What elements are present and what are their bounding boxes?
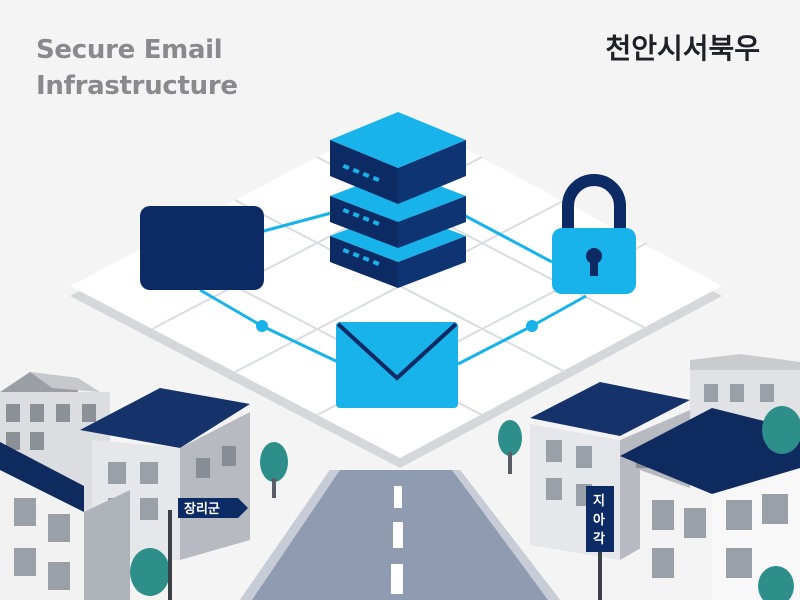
page-title-line-2: Infrastructure bbox=[36, 71, 238, 101]
left-buildings bbox=[0, 372, 288, 600]
envelope-icon bbox=[336, 322, 458, 408]
connection-node-right bbox=[526, 320, 538, 332]
street-sign-right-char-2: 아 bbox=[593, 512, 605, 528]
street-sign-left-label: 장리군 bbox=[184, 501, 220, 517]
street-sign-right: 지 아 각 bbox=[586, 486, 614, 600]
connection-lines bbox=[199, 210, 587, 366]
page-title: Secure Email Infrastructure bbox=[36, 32, 238, 104]
street-sign-right-char-3: 각 bbox=[593, 532, 605, 547]
connection-node-left bbox=[256, 320, 268, 332]
region-label: 천안시서북우 bbox=[605, 32, 760, 65]
road bbox=[240, 470, 560, 600]
monitor-icon bbox=[140, 206, 264, 290]
padlock-icon bbox=[552, 174, 636, 294]
page-title-line-1: Secure Email bbox=[36, 35, 223, 65]
street-sign-left: 장리군 bbox=[168, 498, 248, 600]
server-stack-icon bbox=[330, 112, 466, 288]
street-sign-right-char-1: 지 bbox=[593, 494, 605, 509]
